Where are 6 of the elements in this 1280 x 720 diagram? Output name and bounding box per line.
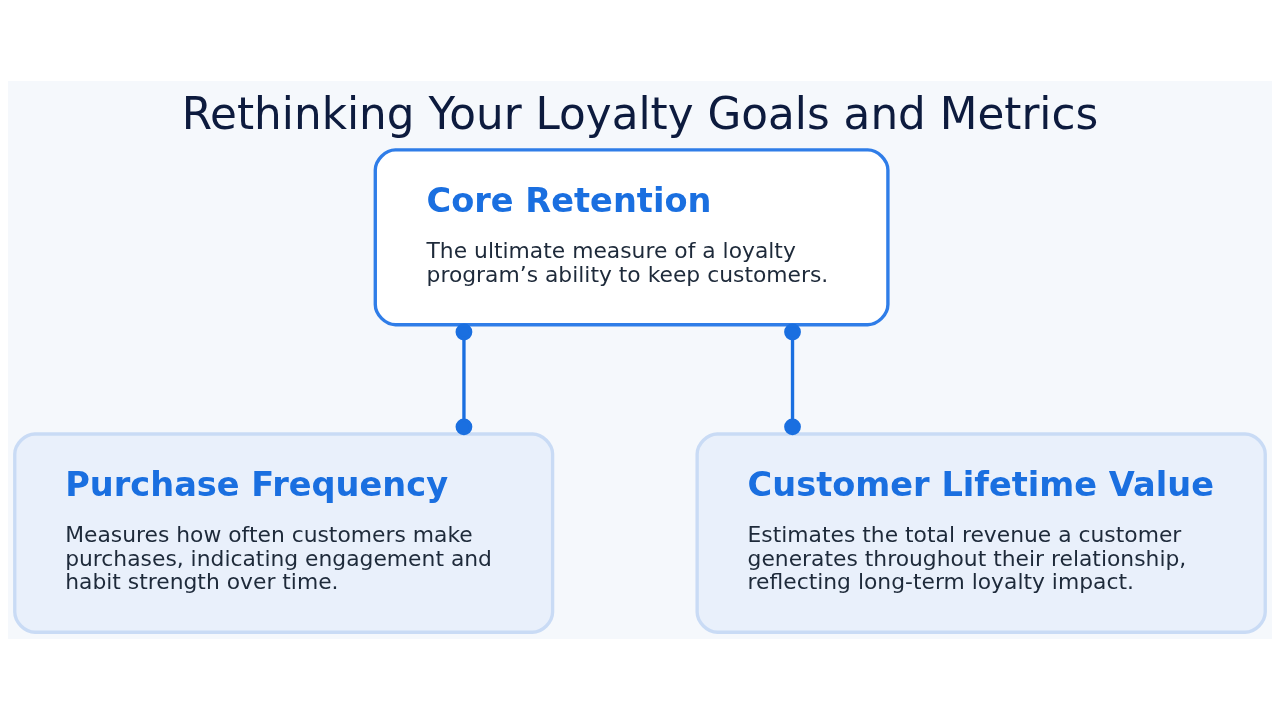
node-box: Core Retention The ultimate measure of a loyalty program’s ability to keep customers. xyxy=(373,148,890,327)
connector xyxy=(455,323,473,436)
diagram-title: Rethinking Your Loyalty Goals and Metrics xyxy=(181,88,1099,140)
node-box: Customer Lifetime Value Estimates the total revenue a customer generates throughout their relationship, reflecting long-term loyalty impact. xyxy=(695,432,1267,634)
node-box: Purchase Frequency Measures how often customers make purchases, indicating engagement and habit strength over time. xyxy=(13,432,555,634)
connector xyxy=(784,323,801,436)
